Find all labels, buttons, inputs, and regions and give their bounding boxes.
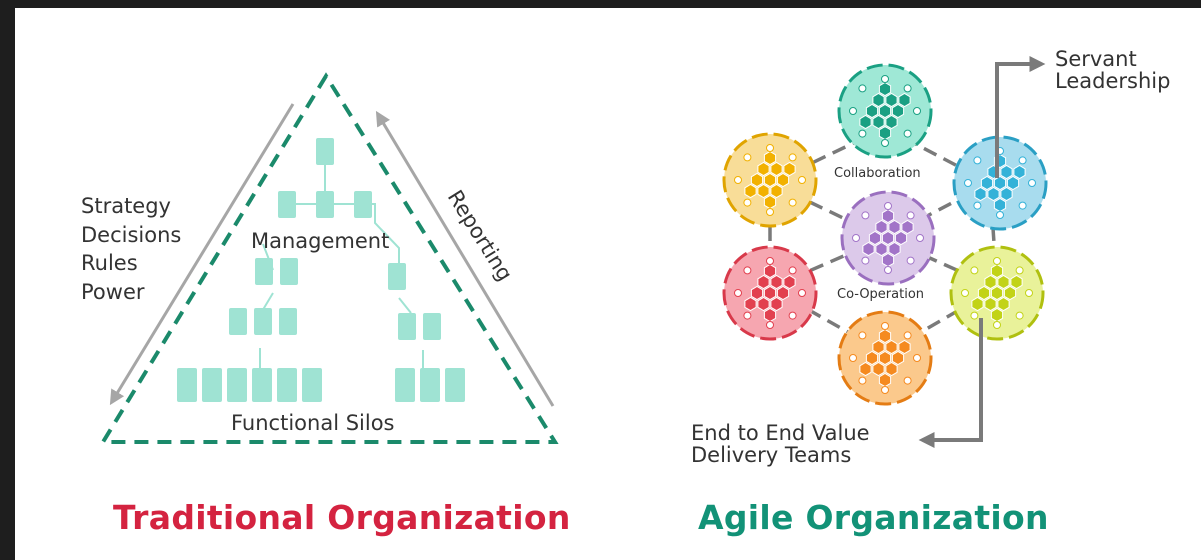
delivery-label-line1: End to End Value	[691, 421, 870, 445]
org-box	[254, 308, 272, 335]
org-box	[398, 313, 416, 340]
team-cluster	[964, 147, 1036, 219]
team-center	[840, 190, 936, 286]
team-top	[837, 63, 933, 159]
team-cluster	[734, 144, 806, 216]
servant-label-line2: Leadership	[1055, 69, 1170, 93]
org-box	[420, 368, 440, 402]
org-box	[255, 258, 273, 285]
org-box	[423, 313, 441, 340]
org-box	[202, 368, 222, 402]
org-box	[445, 368, 465, 402]
org-box	[316, 191, 334, 218]
team-upper-left	[722, 132, 818, 228]
org-box	[252, 368, 272, 402]
reporting-label: Reporting	[443, 186, 517, 285]
agile-title: Agile Organization	[698, 498, 1049, 537]
decisions-label: Decisions	[81, 223, 181, 247]
team-cluster	[734, 257, 806, 329]
team-cluster	[849, 75, 921, 147]
org-box	[316, 138, 334, 165]
management-label: Management	[251, 229, 389, 253]
traditional-triangle	[99, 72, 559, 444]
collaboration-label: Collaboration	[834, 166, 921, 181]
servant-label-line1: Servant	[1055, 47, 1137, 71]
org-box	[280, 258, 298, 285]
strategy-down-arrow	[109, 103, 295, 406]
org-box	[302, 368, 322, 402]
org-chart-boxes	[177, 138, 465, 402]
team-bottom	[837, 310, 933, 406]
servant-leadership-arrow	[995, 56, 1046, 178]
org-box	[229, 308, 247, 335]
functional-silos-label: Functional Silos	[231, 411, 395, 435]
org-box	[388, 263, 406, 290]
org-box	[279, 308, 297, 335]
delivery-label-line2: Delivery Teams	[691, 443, 851, 467]
org-box	[227, 368, 247, 402]
delivery-teams-arrow	[918, 318, 983, 448]
reporting-up-arrow	[375, 110, 555, 407]
team-lower-left	[722, 245, 818, 341]
co-operation-label: Co-Operation	[837, 287, 924, 302]
team-circles	[722, 63, 1048, 406]
org-box	[395, 368, 415, 402]
rules-label: Rules	[81, 251, 138, 275]
team-cluster	[849, 322, 921, 394]
org-box	[177, 368, 197, 402]
org-box	[354, 191, 372, 218]
team-upper-right	[952, 135, 1048, 231]
team-cluster	[961, 257, 1033, 329]
team-cluster	[852, 202, 924, 274]
power-label: Power	[81, 280, 145, 304]
team-lower-right	[949, 245, 1045, 341]
org-box	[278, 191, 296, 218]
canvas: Strategy Decisions Rules Power Managemen…	[15, 8, 1201, 560]
traditional-title: Traditional Organization	[113, 498, 571, 537]
strategy-label: Strategy	[81, 194, 171, 218]
diagram: Strategy Decisions Rules Power Managemen…	[81, 47, 1170, 467]
org-box	[277, 368, 297, 402]
